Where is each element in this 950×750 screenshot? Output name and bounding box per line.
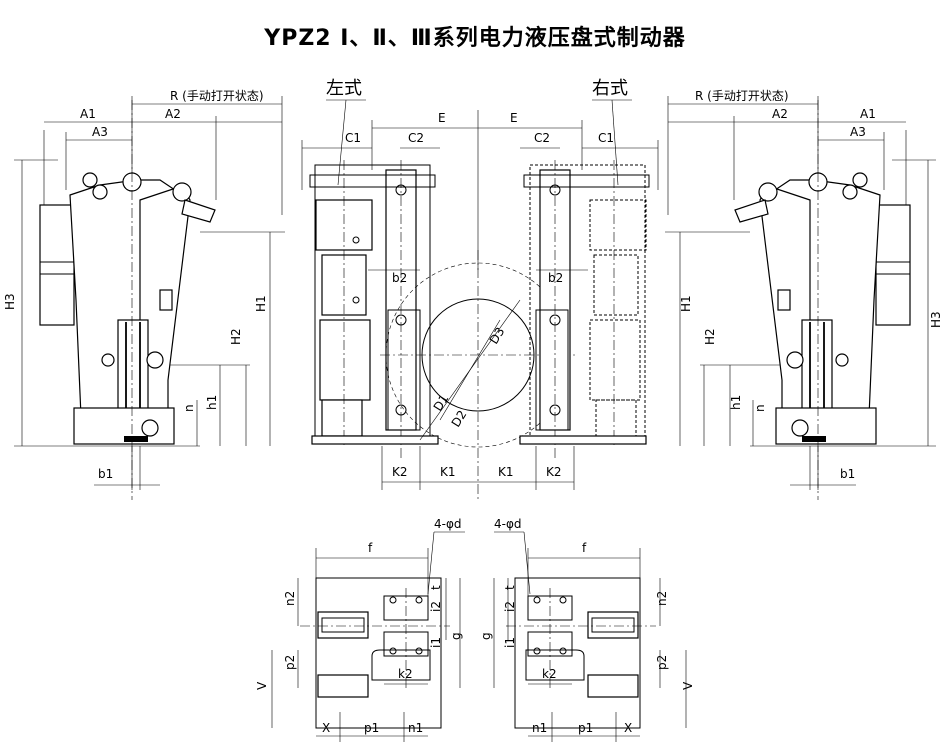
dim-X-right: X — [624, 721, 632, 735]
dim-p1-left: p1 — [364, 721, 379, 735]
thruster-motor-left — [39, 204, 75, 326]
dim-f-left: f — [368, 541, 373, 555]
right-front-view: 右式 E C2 C1 b2 K1 K2 — [478, 78, 659, 490]
dim-H1-left: H1 — [254, 295, 268, 312]
dim-C1-left: C1 — [345, 131, 361, 145]
dim-hole-left: 4-φd — [434, 517, 462, 531]
dim-K1-left: K1 — [440, 465, 456, 479]
dim-i1-left: i1 — [429, 637, 443, 648]
dim-g-left: g — [449, 632, 463, 640]
dim-V-right: V — [681, 681, 695, 690]
dim-i1-right: i1 — [503, 637, 517, 648]
dim-C1-right: C1 — [598, 131, 614, 145]
dim-p2-left: p2 — [283, 655, 297, 670]
dim-E-left: E — [438, 111, 446, 125]
dim-K1-right: K1 — [498, 465, 514, 479]
label-left-style: 左式 — [326, 78, 362, 99]
dim-R-right: R (手动打开状态) — [695, 89, 789, 103]
page-title: YPZ2 Ⅰ、Ⅱ、Ⅲ系列电力液压盘式制动器 — [264, 26, 686, 51]
dim-n2-left: n2 — [283, 591, 297, 606]
dim-t-left: t — [429, 585, 443, 590]
dim-n1-right: n1 — [532, 721, 547, 735]
label-right-style: 右式 — [592, 78, 628, 99]
dim-g-right: g — [479, 632, 493, 640]
thruster-motor-right — [875, 204, 911, 326]
dim-b2-left: b2 — [392, 271, 407, 285]
dim-t-right: t — [503, 585, 517, 590]
dim-X-left: X — [322, 721, 330, 735]
dim-i2-right: i2 — [503, 601, 517, 612]
brake-pad-right — [801, 319, 833, 411]
dim-hole-right: 4-φd — [494, 517, 522, 531]
dim-h1-left: h1 — [205, 395, 219, 410]
dim-k2-left: k2 — [398, 667, 413, 681]
dim-A2-right: A2 — [772, 107, 788, 121]
dim-p1-right: p1 — [578, 721, 593, 735]
base-plate-icon — [514, 577, 641, 729]
dim-b1-left: b1 — [98, 467, 113, 481]
dim-H2-right: H2 — [703, 328, 717, 345]
left-front-view: 左式 C1 C2 E b2 K2 K1 — [301, 78, 479, 490]
dim-C2-left: C2 — [408, 131, 424, 145]
dim-H3-left: H3 — [3, 293, 17, 310]
dim-H2-left: H2 — [229, 328, 243, 345]
dim-f-right: f — [582, 541, 587, 555]
base-plan-left: f 4-φd n2 p2 V t i2 i1 g k2 X p1 n — [255, 517, 465, 742]
dim-h1-right: h1 — [729, 395, 743, 410]
dim-b1-right: b1 — [840, 467, 855, 481]
dim-A3-right: A3 — [850, 125, 866, 139]
dim-b2-right: b2 — [548, 271, 563, 285]
dim-E-right: E — [510, 111, 518, 125]
dim-K2-right: K2 — [546, 465, 562, 479]
dim-n-right: n — [753, 404, 767, 412]
brake-pad-left — [117, 319, 149, 411]
dim-n2-right: n2 — [655, 591, 669, 606]
dim-A1-left: A1 — [80, 107, 96, 121]
dim-C2-right: C2 — [534, 131, 550, 145]
dim-H1-right: H1 — [679, 295, 693, 312]
left-side-view: R (手动打开状态) A1 A2 A3 H3 H1 H2 h1 n b1 — [3, 89, 285, 500]
dim-K2-left: K2 — [392, 465, 408, 479]
right-side-view: R (手动打开状态) A2 A1 A3 H3 H1 H2 h1 n b1 — [665, 89, 943, 500]
dim-H3-right: H3 — [929, 311, 943, 328]
dim-D2: D2 — [449, 408, 470, 430]
dim-R-left: R (手动打开状态) — [170, 89, 264, 103]
dim-A3-left: A3 — [92, 125, 108, 139]
dim-A2-left: A2 — [165, 107, 181, 121]
dim-n1-left: n1 — [408, 721, 423, 735]
dim-i2-left: i2 — [429, 601, 443, 612]
base-plate-icon — [315, 577, 442, 729]
dim-p2-right: p2 — [655, 655, 669, 670]
base-plan-right: f 4-φd n2 p2 V t i2 i1 g k2 n1 p1 X — [479, 517, 695, 742]
dim-V-left: V — [255, 681, 269, 690]
dim-A1-right: A1 — [860, 107, 876, 121]
dim-D1: D1 — [431, 392, 452, 414]
dim-k2-right: k2 — [542, 667, 557, 681]
dim-D3: D3 — [487, 325, 508, 347]
dim-n-left: n — [182, 404, 196, 412]
